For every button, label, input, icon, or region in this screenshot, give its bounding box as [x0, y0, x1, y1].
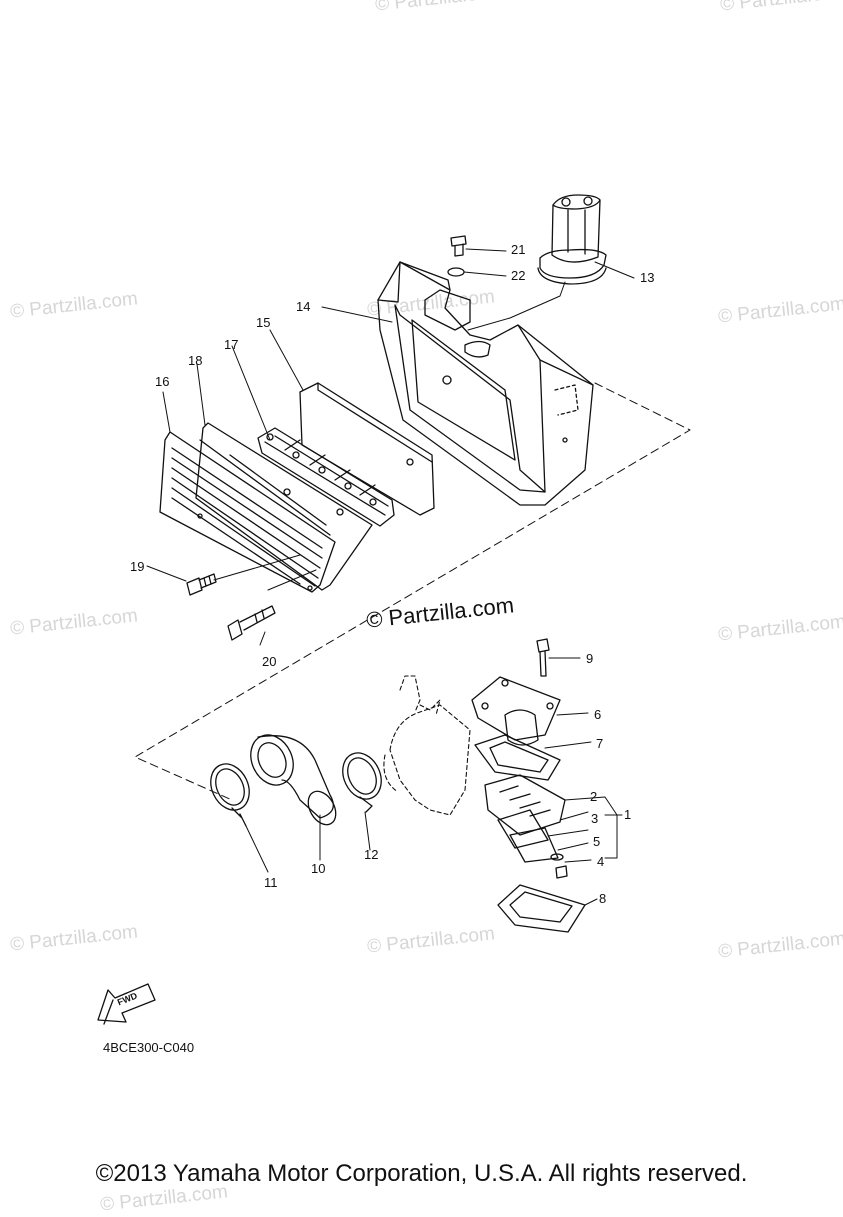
stopper-5-part	[509, 827, 559, 863]
callout-19: 19	[130, 559, 145, 574]
callout-12: 12	[364, 847, 379, 862]
gasket-7-part	[474, 734, 561, 781]
clamp-12-part	[342, 752, 382, 813]
fwd-arrow-icon	[97, 983, 156, 1025]
filter-element-part	[299, 382, 435, 516]
diagram-code: 4BCE300-C040	[103, 1040, 195, 1055]
callout-21: 21	[511, 242, 526, 257]
bolt-9-part	[536, 638, 550, 677]
callout-13: 13	[640, 270, 655, 285]
callout-15: 15	[256, 315, 271, 330]
air-box-cover-part	[159, 431, 336, 593]
air-box-case-part	[377, 261, 594, 506]
gasket-part	[195, 422, 373, 591]
assembly-boundary	[134, 382, 691, 801]
callout-20: 20	[262, 654, 277, 669]
callout-6: 6	[594, 707, 602, 722]
reed-cover-6-part	[471, 676, 561, 746]
reed-petal-3-part	[497, 809, 549, 849]
washer-22-part	[447, 267, 465, 277]
bolt-20-part	[227, 605, 276, 641]
reed-block-2-part	[484, 774, 566, 836]
callout-11: 11	[264, 875, 278, 890]
copyright-notice: ©2013 Yamaha Motor Corporation, U.S.A. A…	[95, 1160, 748, 1187]
callout-5: 5	[593, 834, 601, 849]
crankcase-outline	[383, 675, 471, 816]
bolt-21-part	[450, 235, 467, 257]
callout-18: 18	[188, 353, 203, 368]
callout-7: 7	[596, 736, 604, 751]
callout-14: 14	[296, 299, 311, 314]
gasket-8-part	[497, 884, 586, 933]
callout-3: 3	[591, 811, 599, 826]
callout-1: 1	[624, 807, 632, 822]
callout-9: 9	[586, 651, 594, 666]
callout-10: 10	[311, 861, 326, 876]
filter-guide-part	[257, 427, 395, 527]
bolt-19-part	[186, 573, 217, 596]
intake-joint-10-part	[250, 734, 337, 826]
callout-4: 4	[597, 854, 605, 869]
intake-boot-part	[537, 194, 607, 285]
callout-8: 8	[599, 891, 607, 906]
clamp-11-part	[210, 763, 250, 827]
callout-17: 17	[224, 337, 239, 352]
callout-22: 22	[511, 268, 526, 283]
leader-lines	[146, 248, 635, 906]
callout-16: 16	[155, 374, 170, 389]
screw-4-part	[550, 853, 568, 879]
callout-2: 2	[590, 789, 598, 804]
